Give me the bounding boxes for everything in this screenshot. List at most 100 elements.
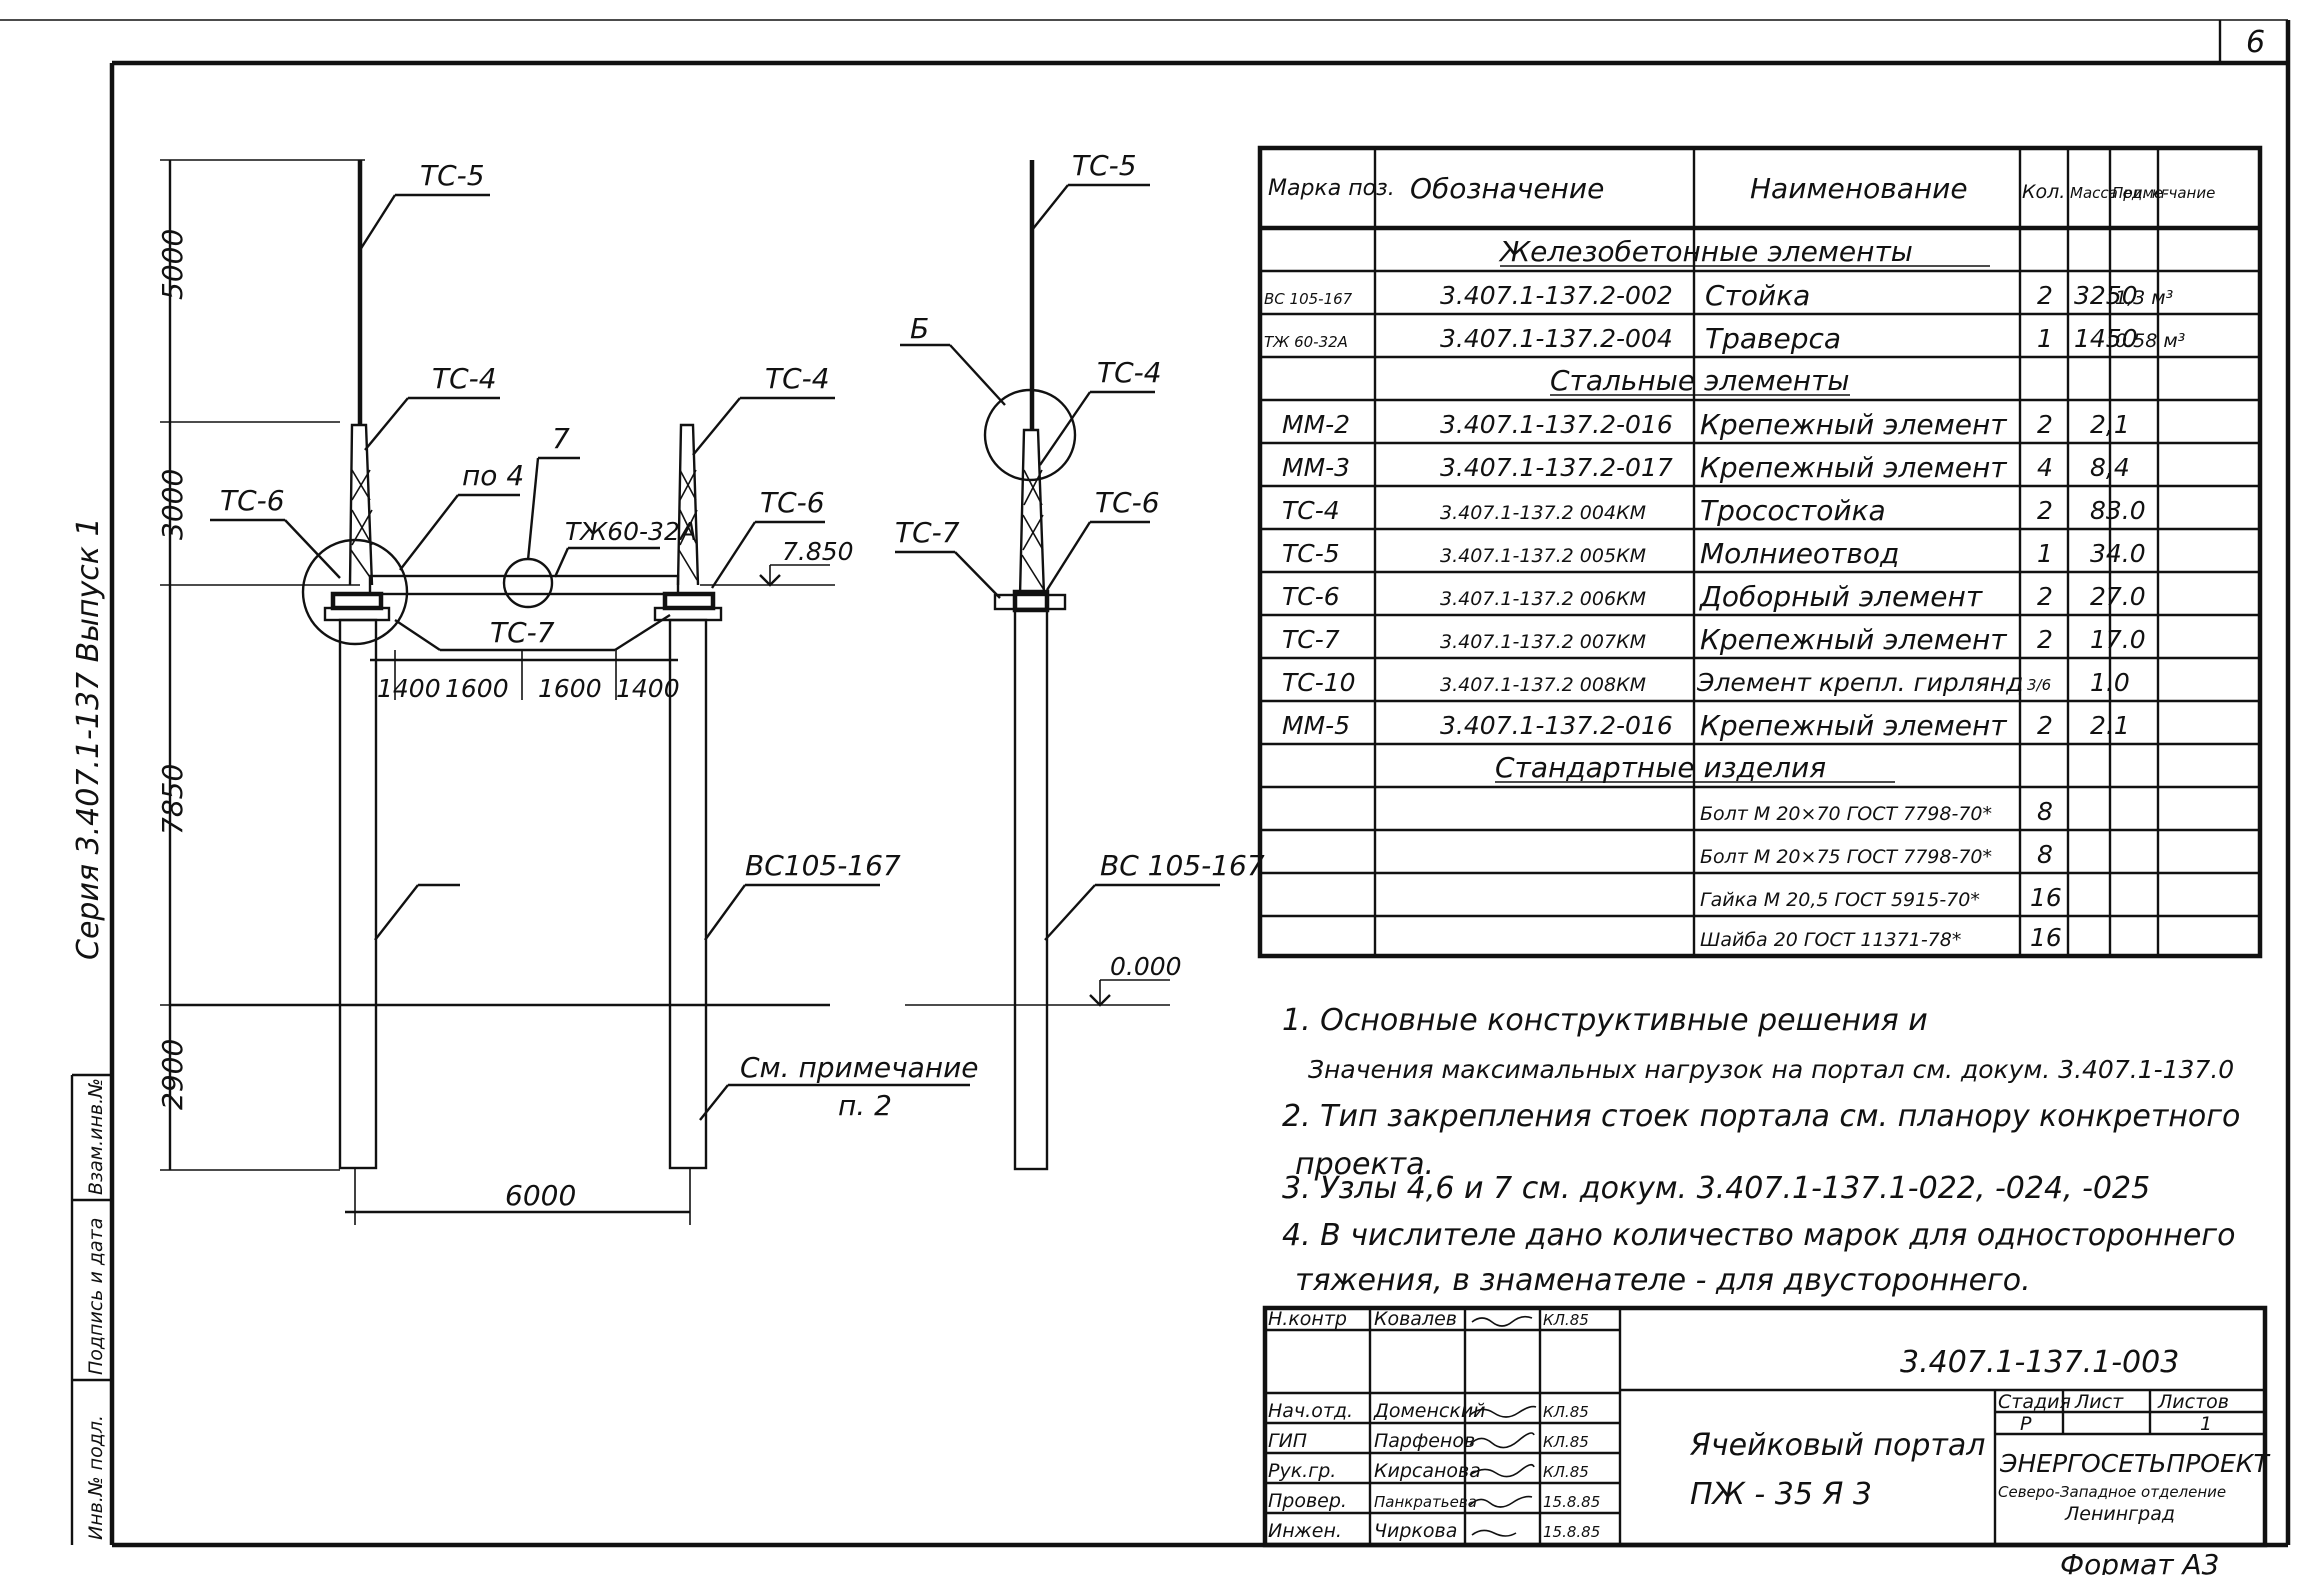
cell-name: Болт М 20×75 ГОСТ 7798-70* xyxy=(1700,846,1992,868)
cell-name: Крепежный элемент xyxy=(1700,709,2007,742)
table-row: ТС-4 3.407.1-137.2 004КМ Тросостойка 2 8… xyxy=(1282,494,2146,527)
section-title-rc: Железобетонные элементы xyxy=(1498,235,1913,268)
cell-qty: 2 xyxy=(2037,281,2053,310)
cell-designation: 3.407.1-137.2 008КМ xyxy=(1440,674,1646,696)
role: Нач.отд. xyxy=(1268,1400,1353,1422)
left-lattice xyxy=(348,423,374,586)
label-column-side: ВС 105-167 xyxy=(1100,849,1265,882)
cell-name: Траверса xyxy=(1705,322,1841,355)
side-view: 0.000 ТС-5 Б ТС-4 ТС-7 ТС-6 ВС 105-167 xyxy=(895,149,1265,1171)
org-city: Ленинград xyxy=(2064,1503,2175,1525)
cell-name: Гайка М 20,5 ГОСТ 5915-70* xyxy=(1700,889,1980,911)
cell-designation: 3.407.1-137.2 005КМ xyxy=(1440,545,1646,567)
dim-1600-right: 1600 xyxy=(538,674,602,703)
cell-designation: 3.407.1-137.2 007КМ xyxy=(1440,631,1646,653)
signature-row: Инжен. Чиркова 15.8.85 xyxy=(1268,1520,1600,1542)
cell-qty: 3/6 xyxy=(2027,676,2051,694)
cell-qty: 8 xyxy=(2037,797,2053,826)
table-row: ТС-6 3.407.1-137.2 006КМ Доборный элемен… xyxy=(1282,580,2146,613)
label-tc5-front: ТС-5 xyxy=(420,159,485,192)
label-tc4-left: ТС-4 xyxy=(432,362,497,395)
node-4-circle xyxy=(301,538,409,646)
hdr-name: Наименование xyxy=(1750,172,1968,205)
signature-row: ГИП Парфенов КЛ.85 xyxy=(1268,1430,1589,1452)
cell-designation: 3.407.1-137.2 006КМ xyxy=(1440,588,1646,610)
note-line: 1. Основные конструктивные решения и xyxy=(1282,1003,1928,1038)
table-row: ММ-3 3.407.1-137.2-017 Крепежный элемент… xyxy=(1282,451,2130,484)
cell-mark: ВС 105-167 xyxy=(1264,290,1353,308)
right-column xyxy=(668,618,708,1170)
stamp-col-3: Инв.№ подл. xyxy=(85,1415,107,1540)
cell-mass: 1450 xyxy=(2074,324,2138,353)
drawing-title-1: Ячейковый портал xyxy=(1689,1428,1985,1463)
title-block: Н.контр Ковалев КЛ.85 Нач.отд. Доменский… xyxy=(1262,1305,2271,1548)
drawing-frame: 6 Формат А3 xyxy=(0,19,2291,1575)
date: КЛ.85 xyxy=(1543,1463,1589,1481)
person-name: Ковалев xyxy=(1374,1308,1457,1330)
cell-qty: 2 xyxy=(2037,410,2053,439)
side-stamp: Взам.инв.№ Подпись и дата Инв.№ подл. Се… xyxy=(70,517,112,1545)
span-dim: 6000 xyxy=(505,1179,576,1212)
drawing-title-2: ПЖ - 35 Я 3 xyxy=(1690,1477,1872,1512)
signature-row: Н.контр Ковалев КЛ.85 xyxy=(1268,1308,1589,1330)
note-line: 2. Тип закрепления стоек портала см. пла… xyxy=(1282,1099,2240,1134)
cell-name: Шайба 20 ГОСТ 11371-78* xyxy=(1700,929,1961,951)
dim-7850: 7850 xyxy=(156,764,189,835)
note-line: проекта. xyxy=(1295,1147,1434,1182)
cell-name: Крепежный элемент xyxy=(1700,623,2007,656)
note-line: 4. В числителе дано количество марок для… xyxy=(1282,1218,2235,1253)
elevation-zero-label: 0.000 xyxy=(1110,952,1182,981)
signature-row: Провер. Панкратьева 15.8.85 xyxy=(1268,1490,1600,1512)
table-row: ТС-10 3.407.1-137.2 008КМ Элемент крепл.… xyxy=(1282,668,2130,697)
note-ref-line2: п. 2 xyxy=(838,1089,892,1122)
stage-header: Стадия xyxy=(1998,1391,2071,1413)
cell-name: Крепежный элемент xyxy=(1700,408,2007,441)
cell-qty: 2 xyxy=(2037,625,2053,654)
cell-note: 0.58 м³ xyxy=(2115,330,2185,352)
side-lattice xyxy=(1018,428,1046,596)
label-node-4: по 4 xyxy=(462,459,524,492)
table-row: Шайба 20 ГОСТ 11371-78* 16 xyxy=(1700,923,2062,952)
note-line: тяжения, в знаменателе - для двусторонне… xyxy=(1295,1263,2031,1298)
elevation-top-label: 7.850 xyxy=(782,537,854,566)
cell-mass: 17.0 xyxy=(2090,625,2146,654)
series-label: Серия 3.407.1-137 Выпуск 1 xyxy=(71,517,106,960)
cell-mass: 34.0 xyxy=(2090,539,2146,568)
page-number: 6 xyxy=(2246,25,2265,60)
sheet-header: Лист xyxy=(2074,1391,2124,1413)
front-view: 5000 3000 7850 2900 xyxy=(156,159,979,1225)
date: КЛ.85 xyxy=(1543,1403,1589,1421)
label-node-b: Б xyxy=(910,312,929,345)
hdr-mass: Масса ед. кг xyxy=(2070,184,2169,202)
label-tc6-right: ТС-6 xyxy=(760,486,825,519)
stage-value: Р xyxy=(2020,1413,2032,1435)
format-label: Формат А3 xyxy=(2060,1548,2219,1575)
cell-qty: 4 xyxy=(2037,453,2053,482)
spec-table: Марка поз. Обозначение Наименование Кол.… xyxy=(1257,145,2263,959)
role: Инжен. xyxy=(1268,1520,1342,1542)
right-lattice xyxy=(676,423,700,586)
cell-qty: 16 xyxy=(2030,883,2062,912)
dim-5000: 5000 xyxy=(156,229,189,300)
cell-designation: 3.407.1-137.2-016 xyxy=(1440,410,1673,439)
table-row: Болт М 20×75 ГОСТ 7798-70* 8 xyxy=(1700,840,2053,869)
cell-name: Элемент крепл. гирлянд xyxy=(1696,668,2023,697)
section-title-std: Стандартные изделия xyxy=(1495,751,1826,784)
cell-mark: ТЖ 60-32А xyxy=(1264,333,1348,351)
table-row: ТС-7 3.407.1-137.2 007КМ Крепежный элеме… xyxy=(1282,623,2146,656)
table-row: ТС-5 3.407.1-137.2 005КМ Молниеотвод 1 3… xyxy=(1282,537,2146,570)
label-tc7-front: ТС-7 xyxy=(490,616,555,649)
cell-mass: 3250 xyxy=(2074,281,2138,310)
cell-mass: 2,1 xyxy=(2090,410,2130,439)
table-row: Болт М 20×70 ГОСТ 7798-70* 8 xyxy=(1700,797,2053,826)
label-node-7: 7 xyxy=(552,422,570,455)
label-tc5-side: ТС-5 xyxy=(1072,149,1137,182)
label-tc7-side: ТС-7 xyxy=(895,516,960,549)
cell-qty: 2 xyxy=(2037,496,2053,525)
cell-name: Доборный элемент xyxy=(1698,580,1983,613)
cell-designation: 3.407.1-137.2-002 xyxy=(1440,281,1673,310)
cell-mass: 83.0 xyxy=(2090,496,2146,525)
note-line: Значения максимальных нагрузок на портал… xyxy=(1308,1055,2234,1084)
role: Провер. xyxy=(1268,1490,1347,1512)
